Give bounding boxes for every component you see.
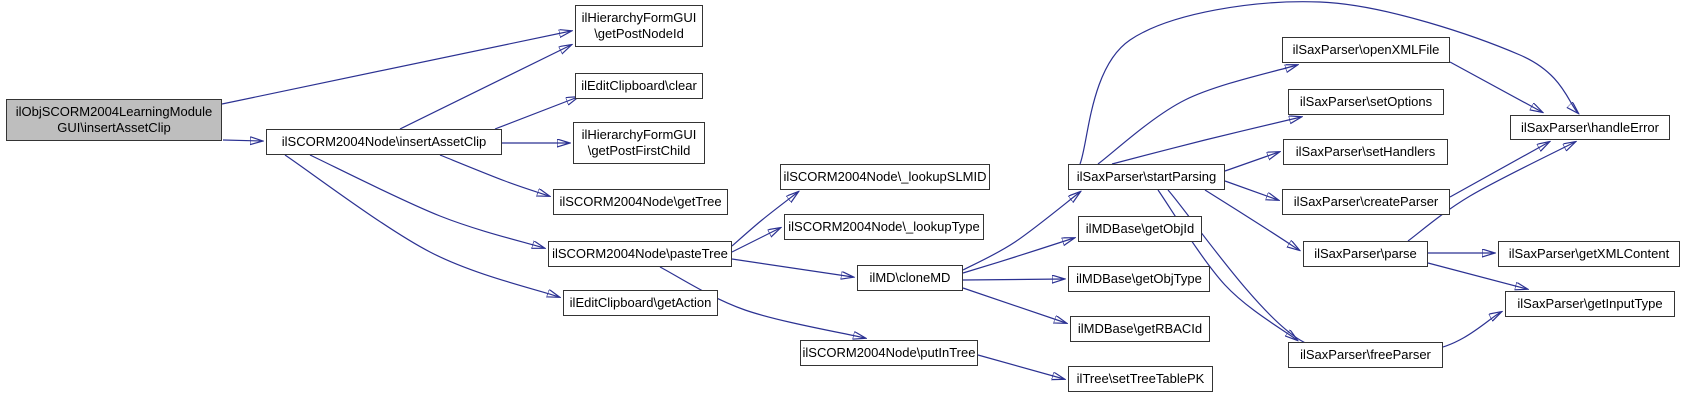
- node-setTreeTablePK[interactable]: ilTree\setTreeTablePK: [1068, 366, 1213, 392]
- node-cloneMD[interactable]: ilMD\cloneMD: [857, 265, 963, 291]
- edge-startParsing-setHandlers: [1224, 152, 1279, 172]
- edge-pasteTree-cloneMD: [731, 258, 853, 277]
- edge-nodeInsert-getAction: [284, 154, 559, 297]
- edge-startParsing-openXMLFile: [1097, 65, 1297, 165]
- node-label: ilObjSCORM2004LearningModule: [15, 104, 213, 119]
- edge-startParsing-createParser: [1224, 180, 1278, 200]
- node-setOptions[interactable]: ilSaxParser\setOptions: [1288, 89, 1444, 115]
- node-label: ilMDBase\getRBACId: [1077, 321, 1203, 336]
- node-label: ilSCORM2004Node\putInTree: [802, 345, 976, 360]
- node-setHandlers[interactable]: ilSaxParser\setHandlers: [1283, 139, 1448, 165]
- node-createParser[interactable]: ilSaxParser\createParser: [1282, 189, 1450, 215]
- node-label: ilHierarchyFormGUI: [581, 127, 697, 142]
- node-nodeInsert[interactable]: ilSCORM2004Node\insertAssetClip: [266, 129, 502, 155]
- node-label: ilSaxParser\getXMLContent: [1508, 246, 1670, 261]
- edge-startParsing-handleError: [1079, 1, 1578, 165]
- edge-cloneMD-startParsing: [962, 192, 1080, 271]
- edge-pasteTree-lookupSLMID: [731, 192, 798, 247]
- node-lookupSLMID[interactable]: ilSCORM2004Node\_lookupSLMID: [780, 164, 990, 190]
- node-label: ilSaxParser\setHandlers: [1295, 144, 1436, 159]
- node-getRBACId[interactable]: ilMDBase\getRBACId: [1070, 316, 1210, 342]
- edge-cloneMD-getObjType: [962, 279, 1064, 280]
- node-startParsing[interactable]: ilSaxParser\startParsing: [1068, 164, 1225, 190]
- edge-pasteTree-lookupType: [731, 228, 780, 253]
- node-label: ilMDBase\getObjType: [1076, 271, 1202, 286]
- edge-nodeInsert-pasteTree: [309, 154, 544, 248]
- edge-objGui-nodeInsert: [222, 140, 262, 141]
- node-getObjId[interactable]: ilMDBase\getObjId: [1078, 216, 1202, 242]
- node-openXMLFile[interactable]: ilSaxParser\openXMLFile: [1282, 37, 1450, 63]
- node-getPostFirstChild[interactable]: ilHierarchyFormGUI\getPostFirstChild: [573, 122, 705, 164]
- node-label: ilEditClipboard\getAction: [569, 295, 712, 310]
- node-clear[interactable]: ilEditClipboard\clear: [575, 73, 703, 99]
- edge-cloneMD-getRBACId: [962, 287, 1066, 323]
- edge-objGui-getPostNodeId: [221, 31, 571, 105]
- node-getAction[interactable]: ilEditClipboard\getAction: [563, 290, 718, 316]
- node-label: ilSaxParser\getInputType: [1517, 296, 1663, 311]
- node-label: ilMDBase\getObjId: [1085, 221, 1195, 236]
- edge-nodeInsert-clear: [494, 97, 578, 130]
- edge-nodeInsert-getTree: [439, 154, 549, 196]
- node-label: ilMD\cloneMD: [869, 270, 951, 285]
- node-label: \getPostFirstChild: [587, 143, 691, 158]
- edge-parse-handleError: [1407, 142, 1575, 242]
- node-parse[interactable]: ilSaxParser\parse: [1303, 241, 1428, 267]
- node-label: ilSaxParser\handleError: [1520, 119, 1659, 135]
- edge-putInTree-setTreeTablePK: [977, 354, 1064, 379]
- node-pasteTree[interactable]: ilSCORM2004Node\pasteTree: [548, 241, 732, 267]
- node-label: ilSaxParser\parse: [1314, 246, 1417, 261]
- node-label: ilSCORM2004Node\pasteTree: [552, 246, 728, 261]
- edge-cloneMD-getObjId: [962, 238, 1074, 274]
- node-label: \getPostNodeId: [594, 26, 684, 41]
- node-label: GUI\insertAssetClip: [57, 120, 171, 135]
- node-getXMLContent[interactable]: ilSaxParser\getXMLContent: [1498, 241, 1680, 267]
- node-label: ilSCORM2004Node\getTree: [559, 194, 722, 209]
- node-label: ilEditClipboard\clear: [581, 78, 697, 93]
- edge-createParser-handleError: [1449, 142, 1549, 198]
- edge-startParsing-setOptions: [1111, 117, 1301, 165]
- node-label: ilSCORM2004Node\_lookupType: [788, 219, 980, 234]
- node-getObjType[interactable]: ilMDBase\getObjType: [1068, 266, 1210, 292]
- node-label: ilSaxParser\createParser: [1293, 194, 1439, 209]
- node-lookupType[interactable]: ilSCORM2004Node\_lookupType: [784, 214, 984, 240]
- node-label: ilSCORM2004Node\_lookupSLMID: [783, 169, 987, 184]
- node-handleError[interactable]: ilSaxParser\handleError: [1510, 115, 1670, 140]
- node-getTree[interactable]: ilSCORM2004Node\getTree: [553, 189, 728, 215]
- edge-openXMLFile-handleError: [1449, 61, 1542, 112]
- node-freeParser[interactable]: ilSaxParser\freeParser: [1288, 342, 1443, 368]
- node-label: ilSaxParser\openXMLFile: [1292, 42, 1440, 57]
- node-label: ilSaxParser\freeParser: [1300, 347, 1431, 362]
- node-label: ilSaxParser\startParsing: [1076, 169, 1217, 184]
- node-label: ilTree\setTreeTablePK: [1076, 371, 1205, 386]
- node-label: ilSCORM2004Node\insertAssetClip: [281, 134, 487, 149]
- node-putInTree[interactable]: ilSCORM2004Node\putInTree: [800, 340, 978, 366]
- edge-startParsing-parse: [1204, 189, 1299, 250]
- node-getPostNodeId[interactable]: ilHierarchyFormGUI\getPostNodeId: [575, 5, 703, 47]
- edge-nodeInsert-getPostNodeId: [399, 45, 571, 130]
- node-label: ilHierarchyFormGUI: [581, 10, 697, 25]
- edge-pasteTree-putInTree: [659, 266, 865, 338]
- edge-parse-getInputType: [1427, 262, 1527, 289]
- node-label: ilSaxParser\setOptions: [1299, 94, 1433, 109]
- edge-startParsing-freeParser: [1157, 189, 1297, 340]
- node-getInputType[interactable]: ilSaxParser\getInputType: [1505, 291, 1675, 317]
